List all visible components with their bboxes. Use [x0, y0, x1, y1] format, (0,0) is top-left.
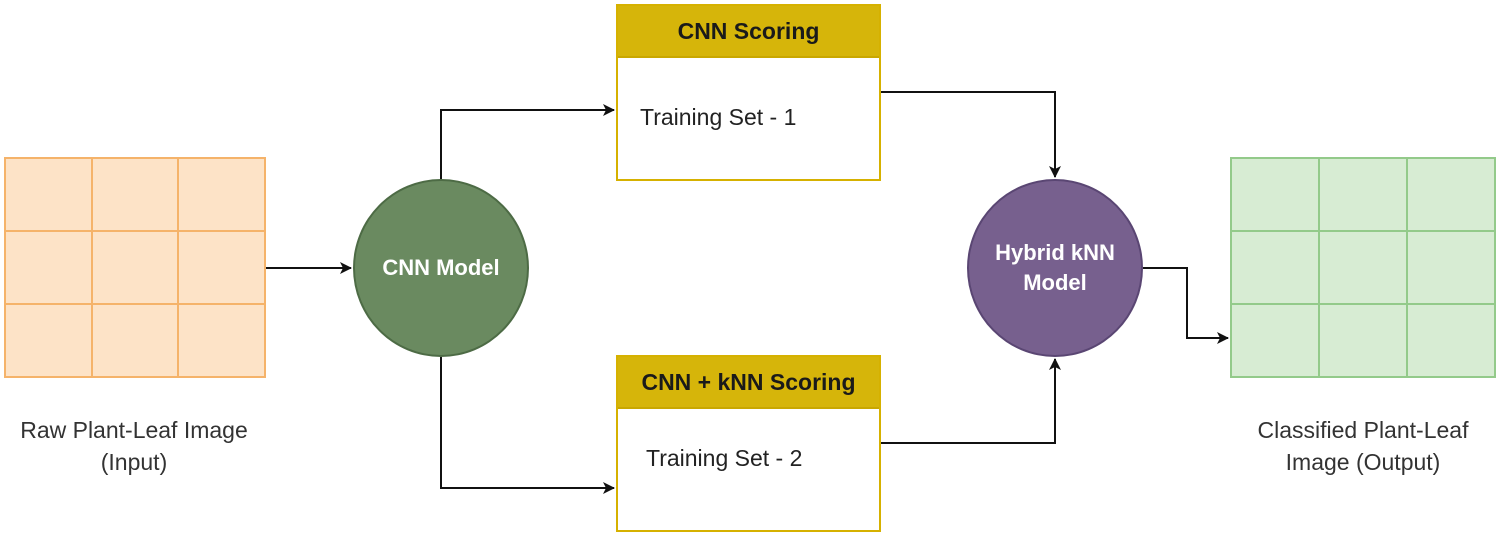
input-caption-line2: (Input)	[100, 449, 168, 475]
arrow-cnn-to-top-box	[440, 104, 615, 179]
grid-cell	[1407, 231, 1495, 304]
hybrid-model-label-line2: Model	[1023, 270, 1087, 295]
grid-cell	[1319, 231, 1407, 304]
grid-cell	[91, 304, 179, 377]
output-caption: Classified Plant-Leaf Image (Output)	[1218, 414, 1499, 478]
grid-cell	[91, 231, 179, 304]
cnn-model-node: CNN Model	[353, 179, 529, 357]
arrow-cnn-to-bottom-box	[440, 357, 615, 494]
grid-cell	[5, 158, 92, 231]
cnn-scoring-header: CNN Scoring	[618, 6, 879, 58]
cnn-scoring-box: CNN Scoring Training Set - 1	[616, 4, 881, 181]
output-image-grid	[1230, 157, 1496, 378]
grid-cell	[5, 304, 92, 377]
cnn-knn-scoring-header: CNN + kNN Scoring	[618, 357, 879, 409]
grid-cell	[178, 158, 265, 231]
grid-cell	[1407, 158, 1495, 231]
input-caption-line1: Raw Plant-Leaf Image	[20, 417, 248, 443]
arrow-hybrid-to-output	[1143, 267, 1229, 344]
grid-cell	[1231, 304, 1319, 377]
cnn-model-label: CNN Model	[382, 255, 500, 280]
grid-cell	[1319, 304, 1407, 377]
hybrid-model-label-line1: Hybrid kNN	[995, 240, 1115, 265]
training-set-1-label: Training Set - 1	[640, 104, 797, 130]
hybrid-knn-model-node: Hybrid kNN Model	[967, 179, 1143, 357]
input-image-grid	[4, 157, 266, 378]
training-set-2-label: Training Set - 2	[646, 445, 803, 471]
arrow-top-box-to-hybrid	[881, 91, 1061, 178]
arrow-bottom-box-to-hybrid	[881, 358, 1061, 444]
cnn-knn-scoring-box: CNN + kNN Scoring Training Set - 2	[616, 355, 881, 532]
grid-cell	[1231, 158, 1319, 231]
grid-cell	[1319, 158, 1407, 231]
grid-cell	[5, 231, 92, 304]
output-caption-line1: Classified Plant-Leaf	[1257, 417, 1469, 443]
grid-cell	[178, 304, 265, 377]
output-caption-line2: Image (Output)	[1285, 449, 1441, 475]
grid-cell	[178, 231, 265, 304]
grid-cell	[1407, 304, 1495, 377]
grid-cell	[91, 158, 179, 231]
grid-cell	[1231, 231, 1319, 304]
input-caption: Raw Plant-Leaf Image (Input)	[0, 414, 268, 478]
